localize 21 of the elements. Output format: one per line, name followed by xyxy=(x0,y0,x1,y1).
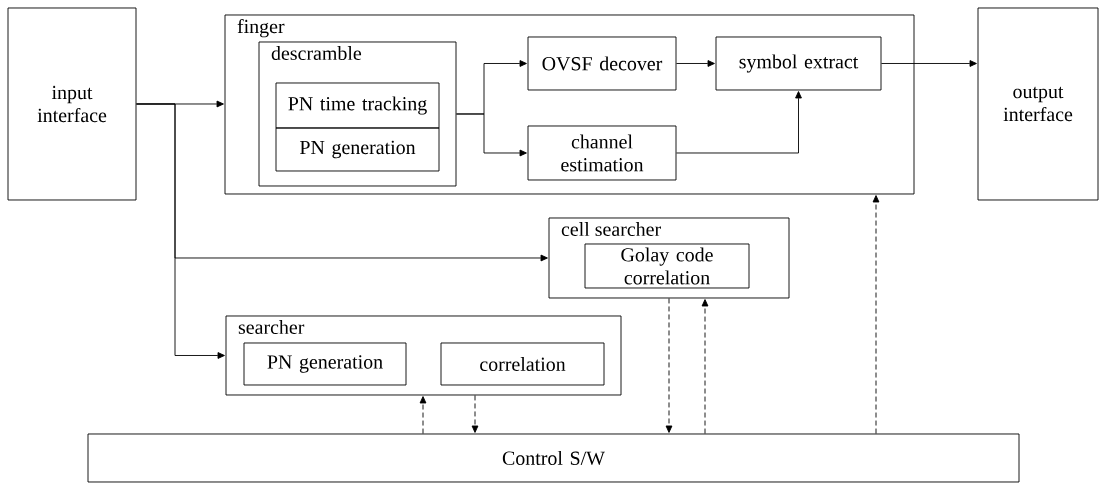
arrow xyxy=(471,395,479,433)
process-box: output interface xyxy=(977,7,1099,201)
process-box: PN time tracking xyxy=(275,82,440,129)
arrow xyxy=(676,60,715,67)
process-box: channel estimation xyxy=(527,125,677,181)
arrow xyxy=(676,91,802,154)
arrow xyxy=(881,60,977,67)
process-box: Golay code correlation xyxy=(584,243,750,289)
process-box: OVSF decover xyxy=(527,36,677,91)
arrow xyxy=(665,298,673,433)
process-box: PN generation xyxy=(243,342,407,386)
arrow xyxy=(872,195,880,434)
process-box: PN generation xyxy=(275,127,440,172)
arrow xyxy=(136,103,225,359)
arrow xyxy=(419,396,427,434)
process-box: Control S/W xyxy=(87,433,1020,483)
arrow xyxy=(456,113,527,157)
process-box: input interface xyxy=(7,7,137,201)
arrow xyxy=(701,299,709,434)
process-box: correlation xyxy=(440,342,605,386)
process-box: symbol extract xyxy=(715,36,882,91)
